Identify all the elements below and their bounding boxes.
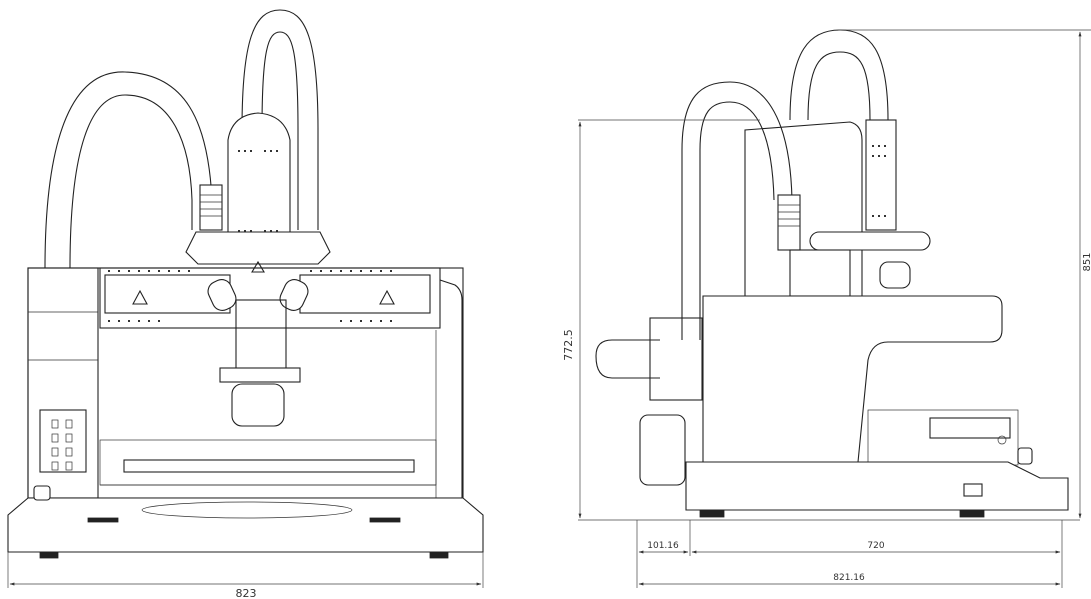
front-main-frame bbox=[27, 267, 464, 499]
overhang-dimension-label: 101.16 bbox=[647, 541, 679, 551]
side-view: 772.5 851 101.16 720 821.16 bbox=[562, 29, 1091, 588]
side-base bbox=[685, 461, 1069, 511]
front-left-cable bbox=[44, 71, 213, 269]
side-left-cable bbox=[681, 81, 793, 340]
depth-dimension-label: 720 bbox=[867, 541, 884, 551]
front-head-housing bbox=[227, 112, 291, 251]
front-base bbox=[7, 497, 484, 553]
overall-depth-dimension-label: 821.16 bbox=[833, 573, 865, 583]
side-handle bbox=[595, 339, 660, 379]
warning-icon bbox=[132, 289, 148, 305]
warning-icon bbox=[251, 260, 265, 273]
front-camera bbox=[231, 383, 285, 427]
side-main-body bbox=[702, 295, 1003, 463]
warning-icon bbox=[379, 289, 395, 305]
usb-port bbox=[963, 483, 983, 497]
front-control-panel bbox=[39, 409, 87, 473]
height-dimension-label: 772.5 bbox=[562, 329, 575, 361]
side-head-housing bbox=[744, 121, 863, 296]
front-right-cable bbox=[241, 9, 319, 230]
width-dimension-label: 823 bbox=[236, 587, 257, 599]
front-view: 823 bbox=[7, 9, 484, 599]
side-right-cable bbox=[789, 29, 889, 121]
overall-height-dimension-label: 851 bbox=[1082, 252, 1091, 271]
